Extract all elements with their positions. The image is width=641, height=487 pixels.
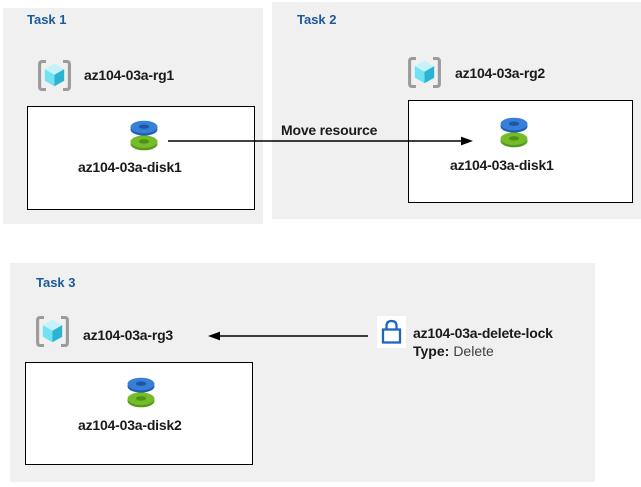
task2-disk-label: az104-03a-disk1	[450, 157, 554, 173]
resource-group-icon	[38, 59, 71, 92]
resource-group-icon	[408, 56, 441, 89]
delete-lock-type: Type:Delete	[413, 343, 494, 359]
resource-group-icon	[36, 315, 69, 348]
task1-disk-label: az104-03a-disk1	[78, 159, 182, 175]
task3-disk-label: az104-03a-disk2	[78, 417, 182, 433]
disk-icon	[500, 117, 528, 148]
disk-icon	[127, 377, 155, 408]
task2-disk-box	[408, 100, 633, 203]
rg1-label: az104-03a-rg1	[84, 67, 175, 83]
task2-title: Task 2	[297, 12, 337, 27]
rg2-label: az104-03a-rg2	[455, 65, 546, 81]
disk-icon	[130, 120, 158, 151]
rg3-label: az104-03a-rg3	[83, 327, 174, 343]
lock-type-label: Type:	[413, 343, 450, 359]
move-resource-label: Move resource	[281, 122, 378, 138]
lock-icon	[381, 319, 402, 344]
task1-title: Task 1	[27, 12, 67, 27]
task3-title: Task 3	[36, 275, 76, 290]
delete-lock-name: az104-03a-delete-lock	[413, 325, 553, 341]
lock-type-value: Delete	[453, 343, 494, 359]
